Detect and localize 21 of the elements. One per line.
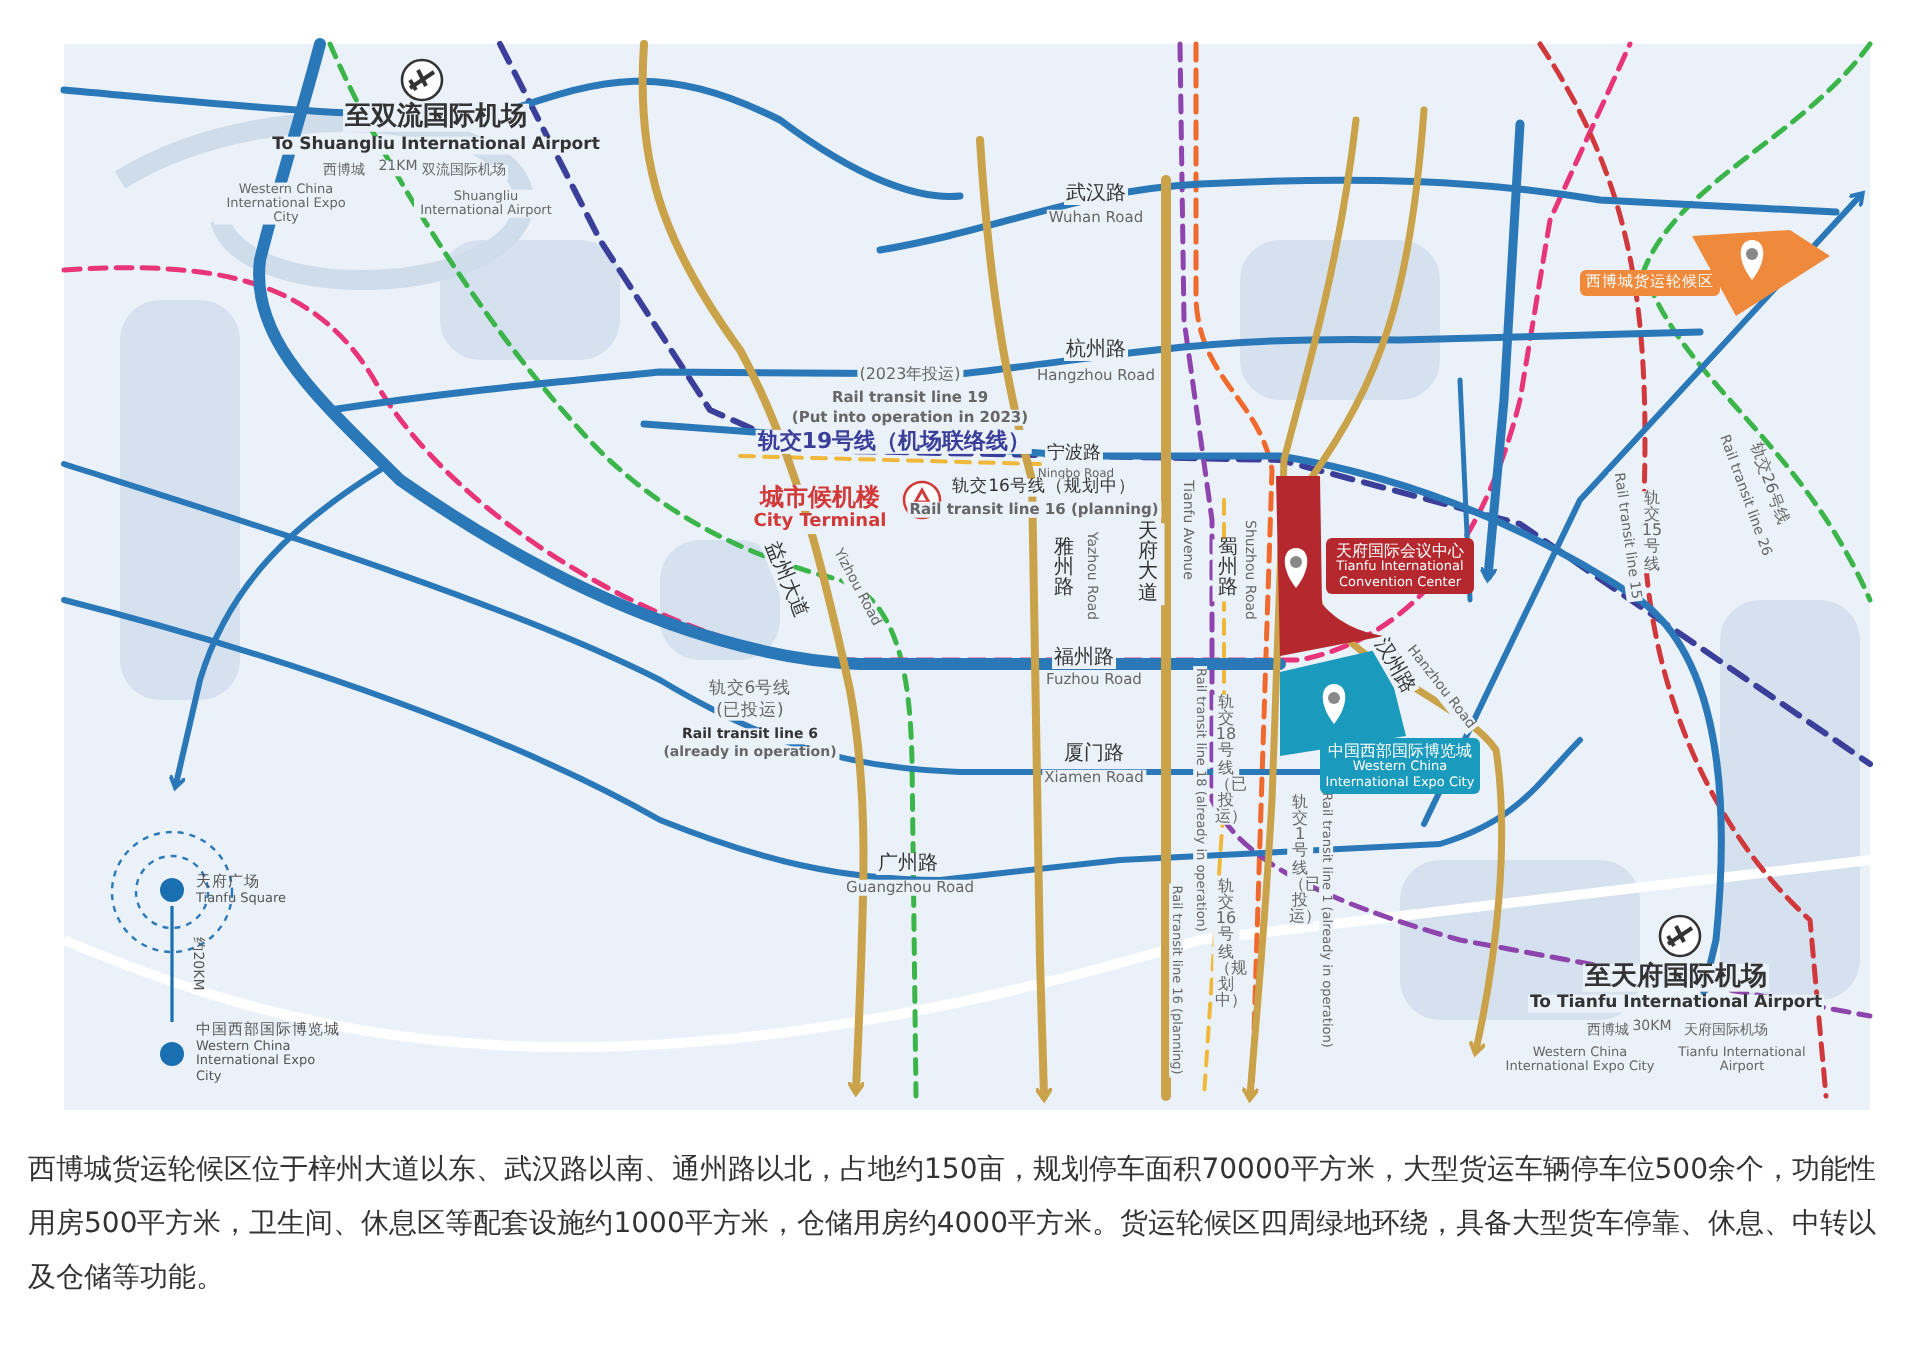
line-note: (2023年投运): [857, 367, 963, 385]
road-name: 厦门路: [1062, 743, 1126, 765]
place-title: 至天府国际机场: [1583, 963, 1769, 993]
road-name: 杭州路: [1064, 339, 1128, 361]
place-title: 城市候机楼: [758, 484, 882, 512]
line-name: 轨交19号线（机场联络线）: [755, 429, 1033, 455]
road-name: 武汉路: [1064, 183, 1128, 205]
line-name: 轨交6号线: [706, 680, 794, 700]
place-title: 至双流国际机场: [343, 103, 529, 133]
place-subtitle: To Shuangliu International Airport: [270, 136, 602, 156]
caption-text: 西博城货运轮候区位于梓州大道以东、武汉路以南、通州路以北，占地约150亩，规划停车面积70000平方米，大型货运车辆停车位500余个，功能性用房500平方米，卫生间、休息区等配套设施约1000平方米，仓储用房约4000平方米。货运轮候区四周绿地环绕，具备大型货车停靠、休息、中转以及仓储等功能。: [28, 1152, 1878, 1298]
road-name: 福州路: [1052, 647, 1116, 669]
place-subtitle: To Tianfu International Airport: [1527, 994, 1825, 1014]
road-name: 宁波路: [1045, 446, 1103, 466]
place-subtitle: City Terminal: [751, 514, 889, 534]
road-name: 广州路: [876, 853, 940, 875]
line-name: 轨交15号线: [1639, 491, 1665, 573]
road-name: 天府大道: [1132, 523, 1164, 605]
connector-line: [170, 906, 174, 1022]
road-name: 雅州路: [1048, 539, 1080, 601]
line-name: (已投运): [714, 702, 786, 722]
